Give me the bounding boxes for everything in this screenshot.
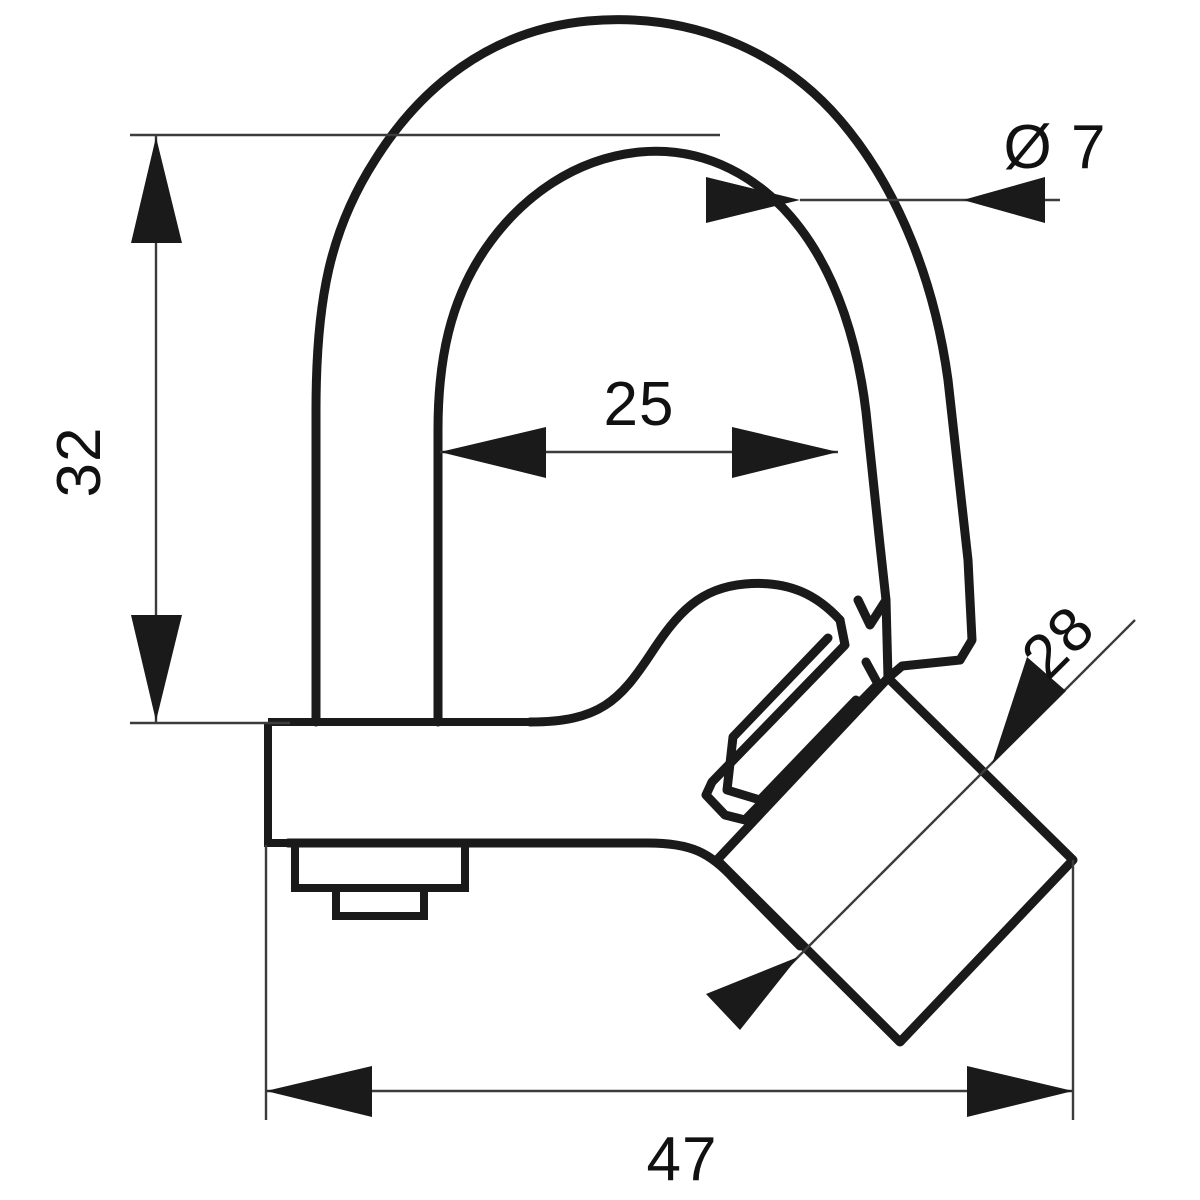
arrow-head-32-up (131, 137, 182, 243)
body-upper-scurve (525, 578, 845, 727)
body-boss-step-large (291, 845, 469, 892)
notch-shoulder (883, 655, 965, 683)
arrow-head-32-down (131, 615, 182, 721)
dimension-47-group: 47 (264, 845, 1075, 1194)
arrow-head-28-lower (706, 957, 798, 1030)
shackle-outer-profile (311, 15, 977, 727)
hook-nose-slot-inner (722, 633, 861, 805)
arrow-head-25-right (732, 427, 838, 478)
dim-label-47: 47 (647, 1125, 718, 1194)
shackle-inner-profile (433, 146, 891, 727)
dim-line-28 (744, 619, 1136, 1011)
dimension-dia7-group: Ø 7 (706, 113, 1107, 223)
dimension-32-group: 32 (45, 133, 720, 725)
arrow-head-28-upper (992, 657, 1066, 764)
angled-block-outline (712, 673, 1078, 1047)
dim-label-32: 32 (45, 427, 114, 498)
body-boss-step-small (332, 889, 428, 920)
dimension-28-group: 28 (706, 593, 1136, 1030)
dimension-25-group: 25 (440, 370, 838, 478)
arrow-head-47-right (967, 1066, 1073, 1117)
arrow-head-dia7-left (706, 177, 800, 223)
dim-label-dia7: Ø 7 (1004, 113, 1107, 182)
arrow-head-25-left (440, 427, 546, 478)
arrow-head-47-left (266, 1066, 372, 1117)
leg-to-block-joint (881, 595, 893, 683)
arrow-head-dia7-right (963, 177, 1045, 223)
part-geometry (264, 15, 1078, 1047)
dim-label-25: 25 (604, 370, 675, 439)
body-block-outline (264, 722, 288, 847)
